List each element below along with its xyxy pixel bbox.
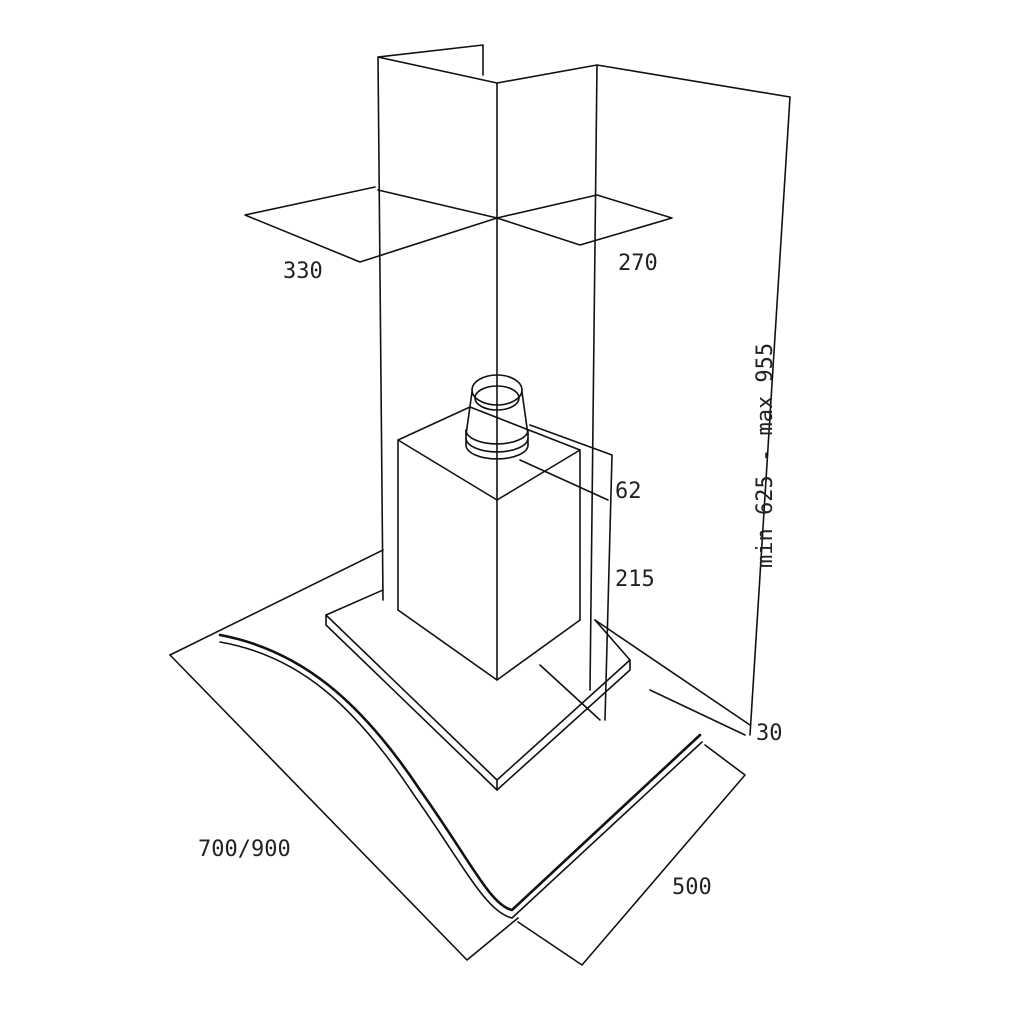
chimney-section-right <box>496 194 673 246</box>
label-chimney-depth: 270 <box>618 251 658 276</box>
label-canopy-thickness: 30 <box>756 721 783 746</box>
canopy-plate <box>325 589 631 791</box>
canopy-glass <box>169 549 751 966</box>
dimension-62-215 <box>519 424 613 721</box>
motor-box <box>397 406 581 681</box>
duct-collar <box>465 374 529 460</box>
label-hood-depth: 500 <box>672 875 712 900</box>
label-hood-width: 700/900 <box>198 837 291 862</box>
label-motor-offset: 62 <box>615 479 642 504</box>
label-motor-height: 215 <box>615 567 655 592</box>
chimney <box>377 44 791 736</box>
label-height-range: min 625 - max 955 <box>753 343 778 568</box>
chimney-section-left <box>244 186 498 263</box>
label-chimney-width: 330 <box>283 259 323 284</box>
